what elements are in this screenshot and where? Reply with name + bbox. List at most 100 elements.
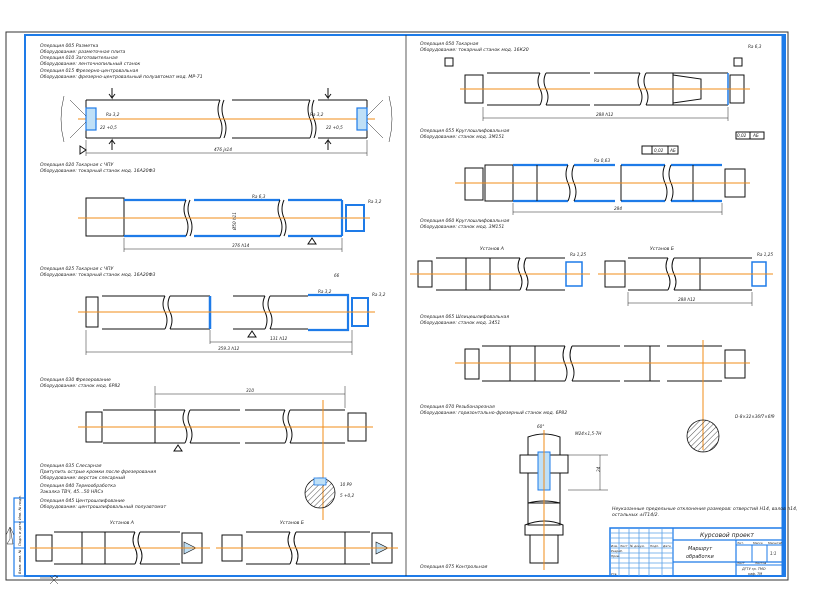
roughness-label: Ra 3,2 xyxy=(318,289,332,294)
roughness-label: Ra 3,2 xyxy=(368,199,382,204)
op-caption-line: Операция 045 Центрошлифование xyxy=(40,498,125,504)
drawing-frame xyxy=(24,34,786,577)
tech-note-line: Неуказанные предельные отклонения размер… xyxy=(612,506,797,512)
side-stamp: Инв. № подл. Подп. и дата Взам. инв. № xyxy=(13,495,26,577)
dim-keyway: 10 P9 xyxy=(340,482,352,487)
tb-role: Пров. xyxy=(611,554,620,558)
corner-markers xyxy=(5,526,59,585)
view-label: Установ А xyxy=(480,246,504,252)
tech-note-line: остальных ±IT14/2. xyxy=(612,512,659,518)
op-caption-line: Оборудование: токарный станок мод. 16А20… xyxy=(40,272,156,278)
op005-caption: Операция 005 Разметка Оборудование: разм… xyxy=(40,43,203,80)
view-label: Установ Б xyxy=(650,246,674,252)
op-caption-line: Операция 025 Токарная с ЧПУ xyxy=(40,266,114,272)
dim-total-length: 476 js14 xyxy=(214,147,232,152)
view-label: Установ А xyxy=(110,520,134,526)
op-caption-line: Операция 005 Разметка xyxy=(40,43,99,49)
op-caption-line: Операция 055 Круглошлифовальная xyxy=(420,128,510,134)
roughness-label: Ra 3,2 xyxy=(372,292,386,297)
side-stamp-2: Подп. и дата xyxy=(18,522,22,546)
op-caption-line: Оборудование: токарный станок мод. 16А20… xyxy=(40,168,156,174)
op-caption-line: Оборудование: станок мод. 3451 xyxy=(420,320,500,326)
roughness-label: Ra 3,2 xyxy=(310,112,324,117)
op-caption-line: Оборудование: станок мод. 6Р82 xyxy=(40,383,120,389)
runout-base: АБ xyxy=(752,133,759,138)
op075-caption: Операция 075 Контрольная xyxy=(420,564,488,570)
op055-caption: Операция 055 Круглошлифовальная Оборудов… xyxy=(420,128,510,140)
tb-col-header: Масса xyxy=(753,541,763,545)
tb-part-name: обработки xyxy=(686,554,714,560)
shaft-op065-view: D-8×32×36f7×6f9 xyxy=(455,340,775,453)
op-caption-line: Оборудование: фрезерно-центровальный пол… xyxy=(40,74,203,80)
tb-change-header: Лист xyxy=(619,544,628,548)
dim-diameter: Ø50 h11 xyxy=(232,212,237,231)
runout-base: АБ xyxy=(669,148,676,153)
op-caption-line: Оборудование: верстак слесарный xyxy=(40,475,125,481)
roughness-label: Ra 0,63 xyxy=(594,158,610,163)
shaft-op050-view: 288 h12 0,02 АБ Ra 6,3 xyxy=(444,44,765,140)
shaft-op045-views: Установ А Установ Б xyxy=(30,520,398,565)
dim-angle: 60° xyxy=(537,424,544,429)
tb-change-header: Изм. xyxy=(611,544,618,548)
dim-spline: D-8×32×36f7×6f9 xyxy=(735,414,775,419)
op050-caption: Операция 050 Токарная Оборудование: тока… xyxy=(420,41,529,53)
op-caption-line: Операция 010 Заготовительная xyxy=(40,55,118,61)
shaft-blank-view: 476 js14 Ra 3,2 Ra 3,2 22 +0,5 22 +0,5 xyxy=(60,88,393,156)
shaft-op060-views: Ra 1,25 Ra 1,25 288 h12 xyxy=(410,252,773,306)
op060-caption: Операция 060 Круглошлифовальная Оборудов… xyxy=(420,218,674,252)
dim-length: 359.3 h12 xyxy=(218,346,240,351)
roughness-label: Ra 1,25 xyxy=(570,252,586,257)
op-caption-line: Операция 040 Термообработка xyxy=(40,483,116,489)
dim-length: 66 xyxy=(334,273,340,278)
tb-change-header: Подп. xyxy=(650,544,659,548)
tb-col-header: Лит. xyxy=(736,541,744,545)
dim-length: 24 xyxy=(596,466,601,472)
op020-caption: Операция 020 Токарная с ЧПУ Оборудование… xyxy=(40,162,156,174)
op-caption-line: Оборудование: станок мод. 3М151 xyxy=(420,224,504,230)
op065-caption: Операция 065 Шлицешлифовальная Оборудова… xyxy=(420,314,509,326)
view-label: Установ Б xyxy=(280,520,304,526)
op-caption-line: Операция 030 Фрезерование xyxy=(40,377,111,383)
side-stamp-1: Инв. № подл. xyxy=(18,495,22,520)
dim-length: 310 xyxy=(246,388,254,393)
tb-sheet: Лист xyxy=(736,561,745,565)
tb-org: каф. ТМ xyxy=(748,572,762,576)
dim-length: 131 h12 xyxy=(270,336,288,341)
dim-label: 22 +0,5 xyxy=(326,125,343,130)
title-block: Изм. Лист № докум. Подп. Дата Разраб. Пр… xyxy=(609,527,784,577)
op-caption-line: Операция 015 Фрезерно-центровальная xyxy=(40,68,138,74)
runout-tolerance: 0,02 xyxy=(654,148,664,153)
thread-detail-view: М24×1,5-7H 60° 24 xyxy=(519,424,608,570)
roughness-label: Ra 3,2 xyxy=(106,112,120,117)
dim-length: 288 h12 xyxy=(678,297,696,302)
op-caption-line: Операция 075 Контрольная xyxy=(420,564,488,570)
op-caption-line: Оборудование: разметочная плита xyxy=(40,49,126,55)
op-caption-line: Оборудование: станок мод. 3М151 xyxy=(420,134,504,140)
tb-role: Разраб. xyxy=(611,549,623,553)
dim-depth: 5 +0,2 xyxy=(340,493,354,498)
op-caption-line: Операция 020 Токарная с ЧПУ xyxy=(40,162,114,168)
dim-length: 376 h14 xyxy=(232,243,250,248)
shaft-op025-view: 131 h12 359.3 h12 66 Ra 3,2 Ra 3,2 xyxy=(78,273,386,355)
tb-part-name: Маршрут xyxy=(688,546,713,552)
op070-caption: Операция 070 Резьбонарезная Оборудование… xyxy=(420,404,567,416)
op-caption-line: Операция 070 Резьбонарезная xyxy=(420,404,495,410)
tb-org: ДГТУ гр. ТМО xyxy=(741,567,766,571)
op-caption-line: Оборудование: токарный станок мод. 16К20 xyxy=(420,47,529,53)
op-caption-line: Оборудование: центрошлифовальный полуавт… xyxy=(40,504,166,510)
op035-045-caption: Операция 035 Слесарная Притупить острые … xyxy=(40,463,166,510)
shaft-op030-view: 310 10 P9 5 +0,2 xyxy=(78,386,373,520)
tb-change-header: № докум. xyxy=(629,544,645,548)
tb-change-header: Дата xyxy=(662,544,671,548)
runout-tolerance: 0,02 xyxy=(737,133,747,138)
roughness-label: Ra 1,25 xyxy=(757,252,773,257)
shaft-op055-view: 284 Ra 0,63 0,02 АБ xyxy=(455,145,750,215)
shaft-op020-view: 376 h14 Ø50 h11 Ra 6,3 Ra 3,2 xyxy=(78,194,382,252)
side-stamp-3: Взам. инв. № xyxy=(18,549,22,574)
tb-sheets: Листов xyxy=(754,561,766,565)
technical-requirements: Неуказанные предельные отклонения размер… xyxy=(612,506,797,518)
op-caption-line: Операция 035 Слесарная xyxy=(40,463,102,469)
tb-col-header: Масштаб xyxy=(768,541,782,545)
op-caption-line: Операция 050 Токарная xyxy=(420,41,479,47)
